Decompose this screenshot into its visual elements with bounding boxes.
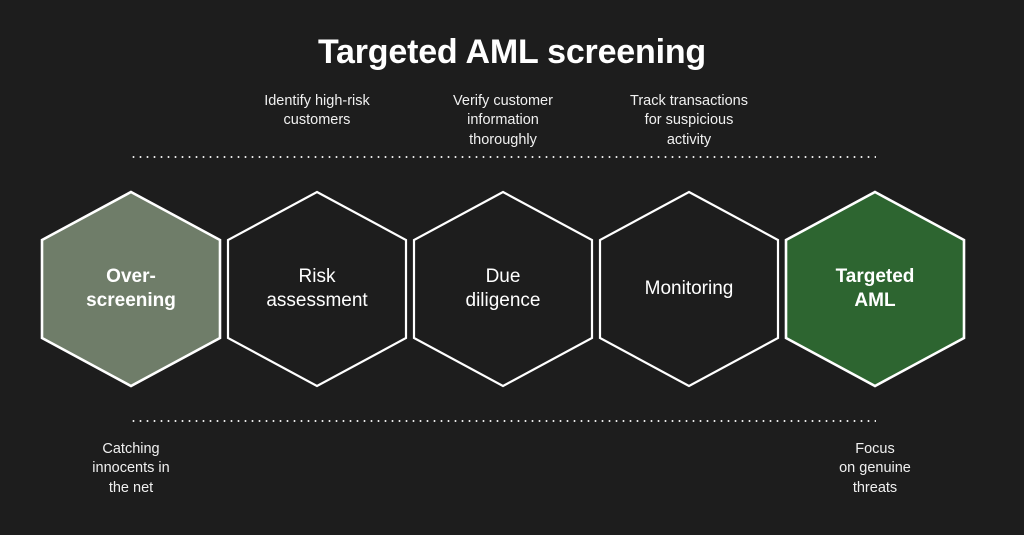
hexagon-due-diligence[interactable]: Due diligence: [412, 190, 594, 388]
hexagon-targeted-aml[interactable]: Targeted AML: [784, 190, 966, 388]
top-divider: [130, 156, 876, 158]
hexagon-label-targeted-aml: Targeted AML: [835, 265, 915, 311]
hexagon-label-monitoring: Monitoring: [644, 277, 734, 299]
hexagon-label-over-screening: Over- screening: [86, 265, 176, 311]
callout-top-due-diligence: Verify customer information thoroughly: [453, 93, 553, 148]
hexagon-monitoring[interactable]: Monitoring: [598, 190, 780, 388]
hexagon-shape-icon: [784, 190, 966, 388]
hexagon-risk-assessment[interactable]: Risk assessment: [226, 190, 408, 388]
hexagon-shape-icon: [412, 190, 594, 388]
page-title: Targeted AML screening: [318, 33, 706, 71]
hexagon-shape-icon: [226, 190, 408, 388]
hexagon-label-risk-assessment: Risk assessment: [266, 265, 368, 311]
hexagon-shape-icon: [40, 190, 222, 388]
callout-top-monitoring: Track transactions for suspicious activi…: [630, 93, 748, 148]
hexagon-shape-icon: [598, 190, 780, 388]
callout-top-risk-assessment: Identify high-risk customers: [264, 93, 370, 129]
bottom-divider: [130, 420, 876, 422]
hexagon-over-screening[interactable]: Over- screening: [40, 190, 222, 388]
process-hexagon-row: Over- screening Risk assessment Due dili…: [0, 190, 1024, 388]
callout-bottom-targeted-aml: Focus on genuine threats: [839, 441, 911, 496]
hexagon-label-due-diligence: Due diligence: [465, 265, 541, 311]
callout-bottom-over-screening: Catching innocents in the net: [92, 441, 170, 496]
